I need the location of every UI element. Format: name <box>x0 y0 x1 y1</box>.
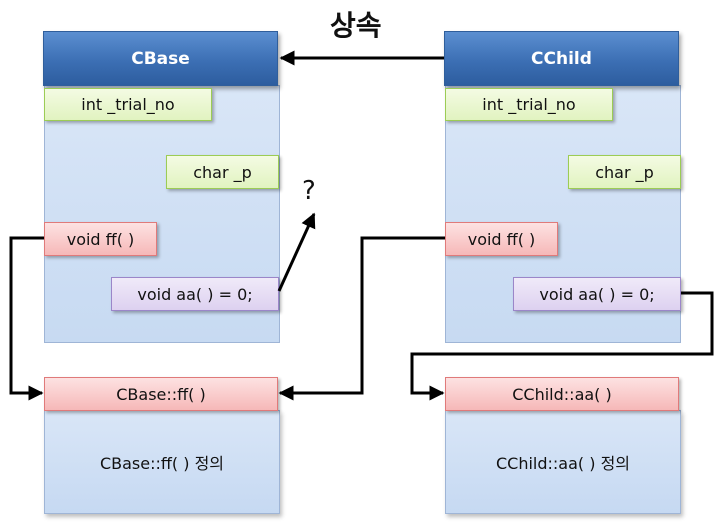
cchild-method-ff: void ff( ) <box>445 222 558 256</box>
cbase-ff-link-arrow <box>9 236 44 401</box>
cchild-class-header: CChild <box>444 31 679 86</box>
cbase-member-trial-no: int _trial_no <box>44 88 212 121</box>
cbase-ff-definition-header: CBase::ff( ) <box>44 377 278 411</box>
cchild-ff-link-arrow <box>278 236 445 401</box>
cbase-member-char-p: char _p <box>166 155 279 189</box>
cbase-method-ff: void ff( ) <box>44 222 157 256</box>
diagram-title: 상속 <box>330 9 382 42</box>
cchild-aa-definition-body: CChild::aa( ) 정의 <box>445 410 681 514</box>
cchild-aa-definition-header: CChild::aa( ) <box>445 377 679 411</box>
cbase-method-aa: void aa( ) = 0; <box>111 277 279 311</box>
cbase-aa-question-arrow <box>277 212 316 292</box>
question-mark: ? <box>302 176 316 206</box>
cchild-method-aa: void aa( ) = 0; <box>513 277 681 311</box>
cchild-member-char-p: char _p <box>568 155 681 189</box>
cbase-class-header: CBase <box>43 31 278 86</box>
cbase-ff-definition-body: CBase::ff( ) 정의 <box>44 410 280 514</box>
cchild-aa-link-arrow <box>410 291 714 401</box>
cchild-member-trial-no: int _trial_no <box>445 88 613 121</box>
